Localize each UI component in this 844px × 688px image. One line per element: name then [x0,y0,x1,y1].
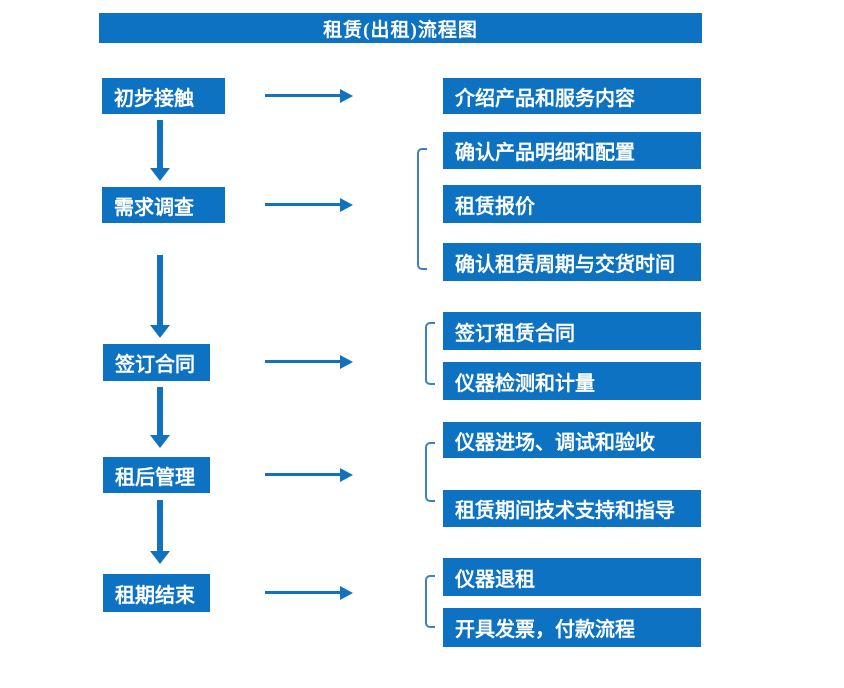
arrow-shaft [265,473,341,476]
task-confirm-rental-period-delivery: 确认租赁周期与交货时间 [443,243,701,281]
arrow-shaft [157,255,163,326]
task-rental-tech-support: 租赁期间技术支持和指导 [443,490,701,527]
arrow-shaft [157,387,163,436]
arrow-head-icon [150,435,170,448]
group-bracket [425,442,435,502]
diagram-title: 租赁(出租)流程图 [323,19,478,41]
flow-step-initial-contact: 初步接触 [102,78,225,114]
down-arrow [150,255,170,338]
group-bracket [425,575,435,628]
right-arrow [265,198,353,212]
group-bracket [425,322,435,385]
flow-step-post-rental-management: 租后管理 [103,457,210,493]
flow-step-rental-end: 租期结束 [103,574,210,612]
arrow-head-icon [340,198,353,212]
task-rental-quote: 租赁报价 [443,185,701,223]
down-arrow [150,387,170,448]
arrow-shaft [265,591,341,594]
right-arrow [265,89,353,103]
task-confirm-product-details: 确认产品明细和配置 [443,132,701,169]
arrow-shaft [157,500,163,552]
arrow-shaft [265,203,341,206]
right-arrow [265,468,353,482]
task-sign-rental-contract: 签订租赁合同 [443,312,701,350]
arrow-head-icon [340,355,353,369]
down-arrow [150,120,170,181]
arrow-shaft [265,360,341,363]
task-instrument-inspection-metering: 仪器检测和计量 [443,362,701,400]
arrow-head-icon [150,325,170,338]
flow-step-sign-contract: 签订合同 [103,344,210,381]
diagram-title-bar: 租赁(出租)流程图 [99,13,702,43]
group-bracket [417,148,427,270]
arrow-head-icon [340,586,353,600]
task-invoice-payment: 开具发票，付款流程 [443,608,701,647]
arrow-head-icon [150,551,170,564]
arrow-head-icon [150,168,170,181]
right-arrow [265,586,353,600]
arrow-head-icon [340,468,353,482]
task-instrument-return: 仪器退租 [443,558,701,596]
arrow-shaft [157,120,163,169]
flow-step-demand-survey: 需求调查 [102,187,225,223]
task-intro-products-services: 介绍产品和服务内容 [443,78,701,114]
arrow-head-icon [340,89,353,103]
task-instrument-entry-acceptance: 仪器进场、调试和验收 [443,422,701,458]
right-arrow [265,355,353,369]
down-arrow [150,500,170,564]
arrow-shaft [265,94,341,97]
